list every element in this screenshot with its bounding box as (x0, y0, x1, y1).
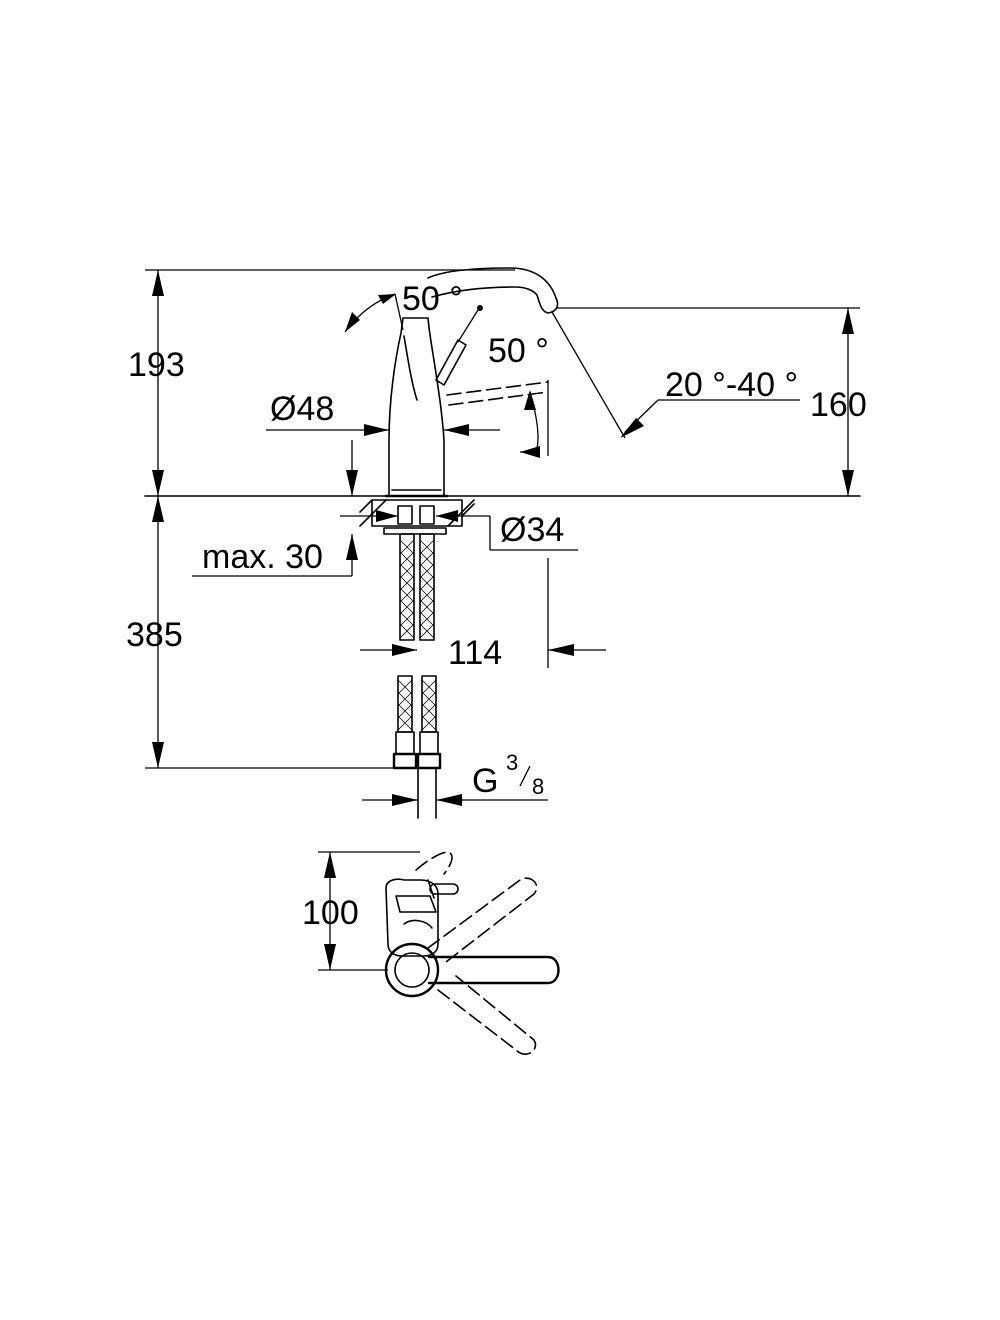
dim-spout-angle: 20 °-40 ° (551, 311, 800, 439)
faucet-top-view (384, 851, 560, 1055)
dim-lever-angle-side: 50 ° (488, 332, 549, 458)
dim-top-view-depth: 100 (302, 851, 420, 971)
svg-text:G: G (472, 762, 498, 800)
dim-total-height: 193 (128, 269, 515, 496)
dim-thread: G 3 8 (362, 750, 548, 806)
dim-spout-height: 160 (556, 307, 867, 496)
dim-base-diameter: Ø34 (340, 510, 578, 551)
svg-text:50 °: 50 ° (488, 332, 549, 370)
svg-text:8: 8 (532, 774, 544, 799)
svg-text:3: 3 (506, 750, 518, 775)
svg-text:160: 160 (810, 386, 867, 424)
dim-projection: 114 (360, 558, 606, 672)
hoses-lower (392, 675, 442, 819)
svg-text:Ø48: Ø48 (270, 390, 334, 428)
svg-text:385: 385 (126, 616, 183, 654)
svg-text:193: 193 (128, 346, 185, 384)
hoses-upper (399, 533, 435, 641)
dim-max-thickness: max. 30 (192, 440, 358, 577)
dim-lever-angle-top: 50 ° (344, 280, 483, 343)
dim-body-diameter: Ø48 (266, 390, 500, 436)
svg-text:114: 114 (448, 634, 502, 672)
svg-text:50 °: 50 ° (402, 280, 463, 318)
mounting-assembly (359, 499, 475, 535)
svg-text:100: 100 (302, 894, 359, 932)
dim-hose-length: 385 (126, 496, 394, 769)
svg-text:max. 30: max. 30 (202, 538, 323, 576)
svg-text:20 °-40 °: 20 °-40 ° (665, 366, 798, 404)
svg-text:Ø34: Ø34 (500, 511, 564, 549)
